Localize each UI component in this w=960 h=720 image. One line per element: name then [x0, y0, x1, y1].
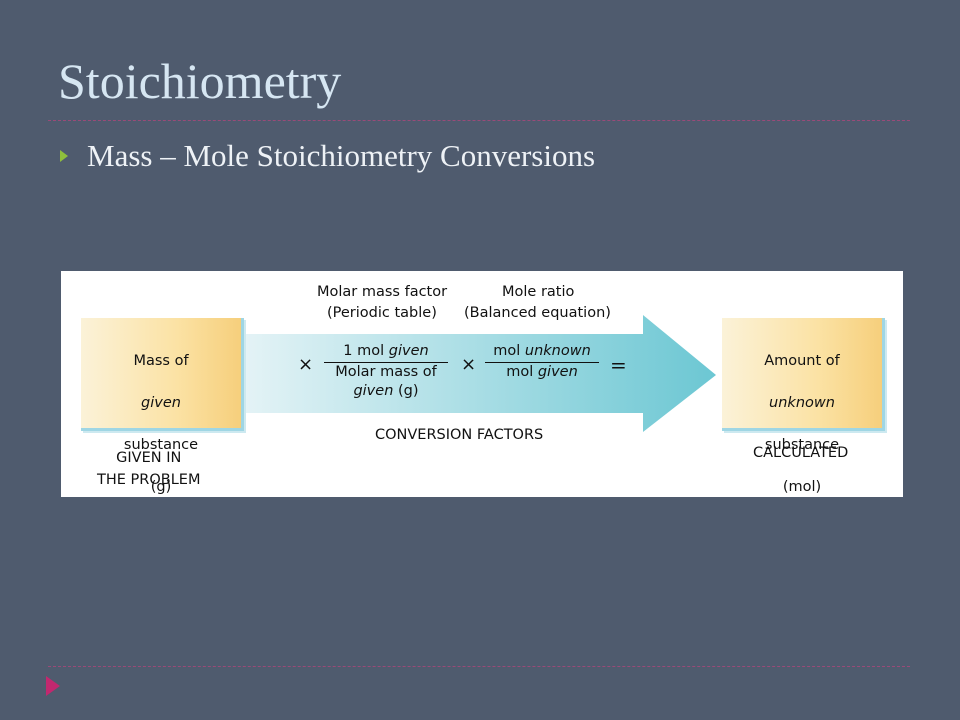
equals-symbol: =: [610, 353, 627, 377]
fraction2-numerator: mol unknown: [485, 342, 599, 363]
given-box-line2: given: [141, 395, 181, 411]
play-triangle-icon: [46, 676, 60, 696]
bullet-text: Mass – Mole Stoichiometry Conversions: [87, 138, 596, 173]
conversion-factors-caption: CONVERSION FACTORS: [375, 427, 544, 443]
multiply-symbol-2: ×: [461, 354, 477, 375]
fraction1-numerator: 1 mol given: [324, 342, 448, 363]
given-caption: GIVEN IN THE PROBLEM: [97, 450, 201, 488]
conversion-arrow: [244, 315, 716, 432]
slide-title: Stoichiometry: [58, 53, 342, 109]
bullet-arrow-icon: [60, 150, 68, 162]
mole-ratio-fraction: mol unknown mol given: [485, 342, 599, 382]
molar-mass-factor-heading: Molar mass factor: [317, 284, 448, 300]
given-quantity-box: Mass of given substance (g): [81, 318, 244, 495]
calc-box-line4: (mol): [782, 479, 822, 495]
given-box-line3: substance: [123, 437, 199, 453]
calc-box-line2: unknown: [769, 395, 835, 411]
fraction2-denominator: mol given: [506, 364, 578, 380]
calculated-quantity-box: Amount of unknown substance (mol): [722, 318, 885, 495]
multiply-symbol-1: ×: [298, 354, 314, 375]
footer-divider: [48, 666, 910, 667]
given-box-line1: Mass of: [133, 353, 189, 369]
calc-box-line1: Amount of: [764, 353, 840, 369]
calc-box-line3: substance: [764, 437, 840, 453]
mole-ratio-heading: Mole ratio: [502, 284, 575, 300]
periodic-table-note: (Periodic table): [327, 305, 437, 321]
given-box-line4: (g): [150, 479, 172, 495]
title-divider: [48, 120, 910, 121]
conversion-diagram: Mass of given substance (g) GIVEN IN THE…: [61, 271, 903, 497]
balanced-equation-note: (Balanced equation): [464, 305, 611, 321]
calculated-caption: CALCULATED: [753, 445, 849, 461]
